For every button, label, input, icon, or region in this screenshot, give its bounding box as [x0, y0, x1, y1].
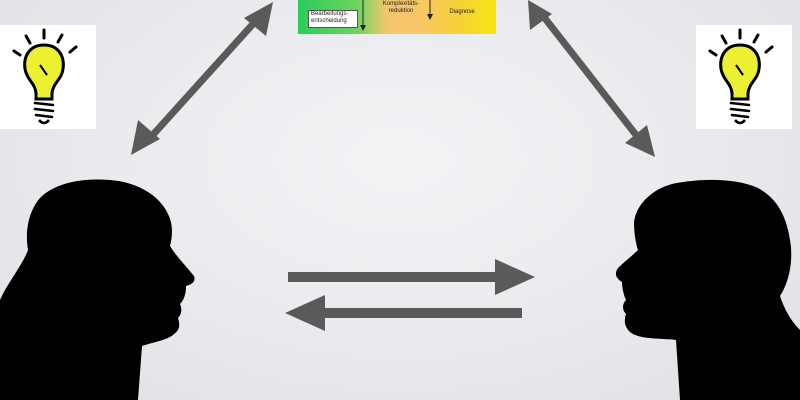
process-figure: Bearbeitungs- entscheidung Komplexitäts-…: [298, 0, 496, 34]
process-step-diagnosis: Diagnose: [449, 9, 475, 15]
lightbulb-icon: [12, 28, 78, 125]
arrow-right: [288, 259, 535, 295]
arrow-left: [285, 295, 522, 331]
process-step-reduction: Komplexitäts- reduktion: [382, 1, 420, 14]
lightbulb-box-right: [696, 25, 792, 129]
process-arrows: [360, 0, 433, 31]
person-silhouette-left: [0, 179, 195, 400]
person-silhouette-right: [615, 179, 800, 400]
double-arrow-right-diagonal: [528, 0, 655, 157]
process-step-decision: Bearbeitungs- entscheidung: [308, 10, 358, 28]
double-arrow-left-diagonal: [131, 2, 273, 155]
lightbulb-box-left: [0, 25, 96, 129]
lightbulb-icon: [708, 28, 774, 125]
